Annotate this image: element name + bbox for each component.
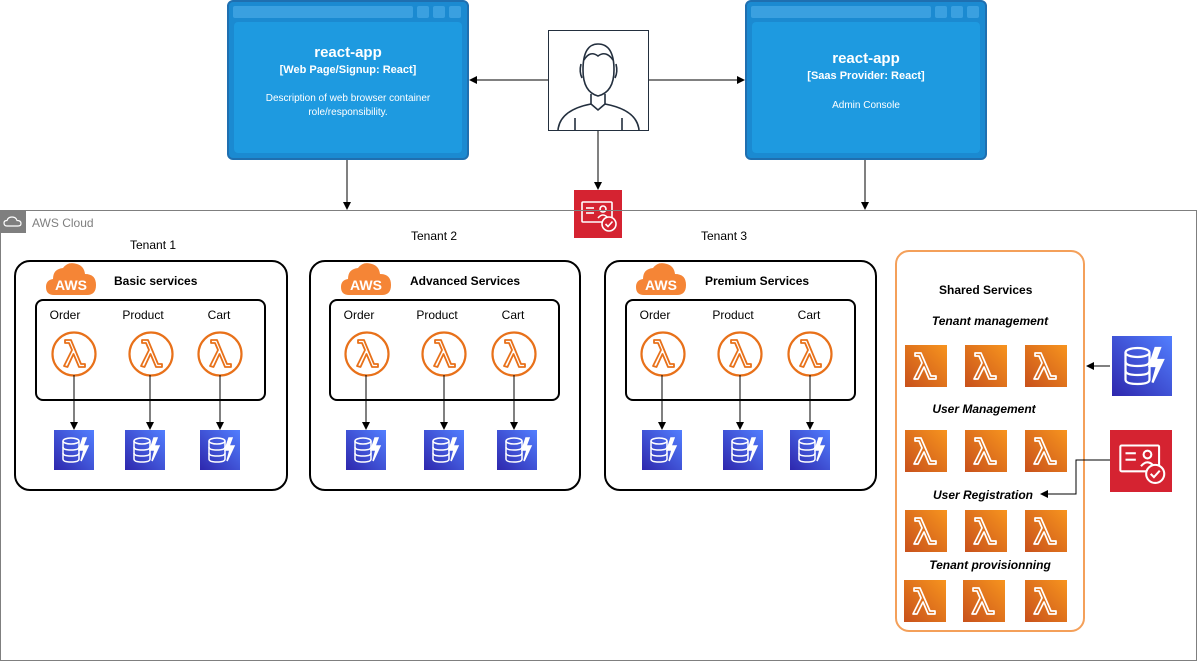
svg-text:AWS: AWS	[350, 277, 382, 293]
svg-text:AWS: AWS	[55, 277, 87, 293]
browser-address-bar	[233, 6, 413, 18]
browser-subtitle: [Web Page/Signup: React]	[279, 64, 417, 76]
browser-window-button	[449, 6, 461, 18]
lambda-icon	[640, 331, 686, 377]
browser-container-admin-console: react-app [Saas Provider: React] Admin C…	[745, 0, 987, 160]
service-title: Premium Services	[705, 274, 810, 288]
lambda-icon	[1025, 580, 1067, 622]
lambda-icon	[965, 430, 1007, 472]
browser-description: Description of web browser container rol…	[265, 93, 431, 118]
browser-content: react-app [Saas Provider: React] Admin C…	[752, 22, 980, 153]
function-label: Product	[122, 308, 164, 322]
lambda-icon	[965, 345, 1007, 387]
shared-section-label: User Management	[932, 402, 1036, 416]
dynamodb-icon	[497, 430, 537, 470]
shared-section-label: Tenant management	[931, 314, 1049, 328]
user-icon	[548, 30, 649, 131]
function-label: Order	[343, 308, 375, 322]
tenant-label: Tenant 3	[701, 229, 748, 243]
browser-description: Admin Console	[832, 100, 900, 111]
browser-content: react-app [Web Page/Signup: React] Descr…	[234, 22, 462, 153]
browser-window-button	[433, 6, 445, 18]
lambda-icon	[963, 580, 1005, 622]
function-label: Order	[639, 308, 671, 322]
tenant-label: Tenant 1	[130, 238, 177, 252]
cloud-label: AWS Cloud	[32, 216, 94, 230]
function-label: Product	[416, 308, 458, 322]
dynamodb-icon	[125, 430, 165, 470]
cognito-icon	[1110, 430, 1172, 492]
dynamodb-icon	[54, 430, 94, 470]
cloud-icon	[0, 211, 26, 233]
dynamodb-icon	[790, 430, 830, 470]
tenant-label: Tenant 2	[411, 229, 458, 243]
dynamodb-icon	[346, 430, 386, 470]
lambda-icon	[197, 331, 243, 377]
browser-window-button	[967, 6, 979, 18]
aws-logo-icon: AWS	[341, 263, 391, 295]
arrow-cognito-to-registration	[1040, 459, 1110, 498]
lambda-icon	[905, 430, 947, 472]
shared-section-label: Tenant provisionning	[929, 558, 1051, 572]
function-label: Order	[49, 308, 81, 322]
lambda-icon	[1025, 510, 1067, 552]
lambda-icon	[905, 510, 947, 552]
browser-address-bar	[751, 6, 931, 18]
lambda-icon	[717, 331, 763, 377]
function-label: Cart	[797, 308, 821, 322]
lambda-icon	[904, 580, 946, 622]
browser-window-button	[417, 6, 429, 18]
browser-window-button	[951, 6, 963, 18]
lambda-icon	[965, 510, 1007, 552]
service-title: Advanced Services	[410, 274, 521, 288]
aws-logo-icon: AWS	[46, 263, 96, 295]
dynamodb-icon	[723, 430, 763, 470]
lambda-icon	[344, 331, 390, 377]
svg-text:AWS: AWS	[645, 277, 677, 293]
browser-title: react-app	[314, 44, 382, 61]
dynamodb-icon	[1112, 336, 1172, 396]
shared-services-title: Shared Services	[939, 283, 1033, 297]
service-title: Basic services	[114, 274, 198, 288]
dynamodb-icon	[200, 430, 240, 470]
browser-subtitle: [Saas Provider: React]	[807, 70, 925, 82]
lambda-icon	[128, 331, 174, 377]
lambda-icon	[1025, 345, 1067, 387]
browser-title: react-app	[832, 50, 900, 67]
shared-section-label: User Registration	[932, 488, 1034, 502]
cognito-icon	[574, 190, 622, 238]
browser-container-web-signup: react-app [Web Page/Signup: React] Descr…	[227, 0, 469, 160]
function-label: Cart	[501, 308, 525, 322]
dynamodb-icon	[642, 430, 682, 470]
aws-logo-icon: AWS	[636, 263, 686, 295]
lambda-icon	[905, 345, 947, 387]
lambda-icon	[491, 331, 537, 377]
function-label: Cart	[207, 308, 231, 322]
browser-window-button	[935, 6, 947, 18]
dynamodb-icon	[424, 430, 464, 470]
lambda-icon	[1025, 430, 1067, 472]
function-label: Product	[712, 308, 754, 322]
